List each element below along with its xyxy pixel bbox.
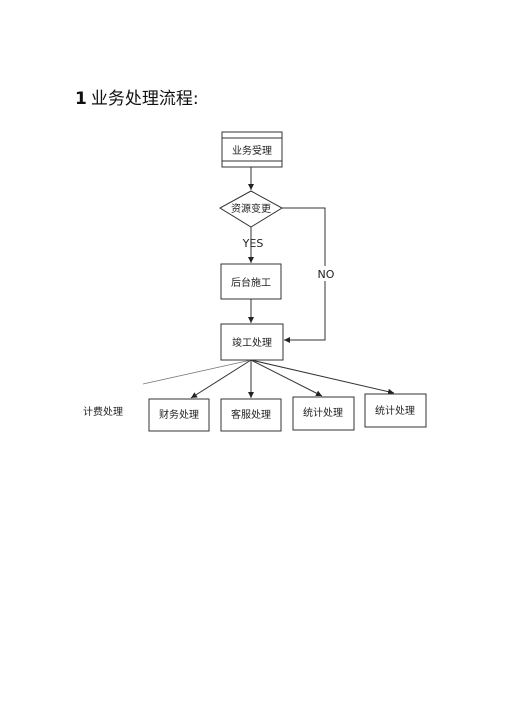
resource-change-decision: 资源变更: [219, 190, 283, 228]
stats-node-2: 统计处理: [364, 393, 427, 428]
accept-node: 业务受理: [221, 131, 283, 168]
stats-1-label: 统计处理: [303, 406, 343, 419]
customer-service-node: 客服处理: [220, 398, 282, 432]
line-to-billing: [142, 359, 252, 385]
accept-label: 业务受理: [232, 144, 272, 157]
completion-label: 竣工处理: [232, 336, 272, 349]
resource-change-label: 资源变更: [231, 202, 271, 215]
completion-node: 竣工处理: [220, 323, 284, 361]
heading-text: 业务处理流程:: [90, 89, 199, 109]
arrow-to-finance: [190, 359, 252, 399]
finance-label: 财务处理: [159, 408, 199, 421]
finance-node: 财务处理: [148, 398, 210, 432]
arrow-to-stats-1: [250, 359, 323, 397]
arrow-to-stats-2: [250, 359, 395, 395]
yes-label: YES: [242, 237, 264, 250]
heading-number: 1: [75, 89, 87, 109]
backend-work-node: 后台施工: [220, 263, 282, 300]
stats-node-1: 统计处理: [292, 396, 355, 431]
no-label: NO: [318, 268, 335, 281]
customer-service-label: 客服处理: [231, 408, 271, 421]
backend-work-label: 后台施工: [231, 276, 271, 289]
billing-label: 计费处理: [83, 405, 123, 418]
stats-2-label: 统计处理: [375, 404, 415, 417]
